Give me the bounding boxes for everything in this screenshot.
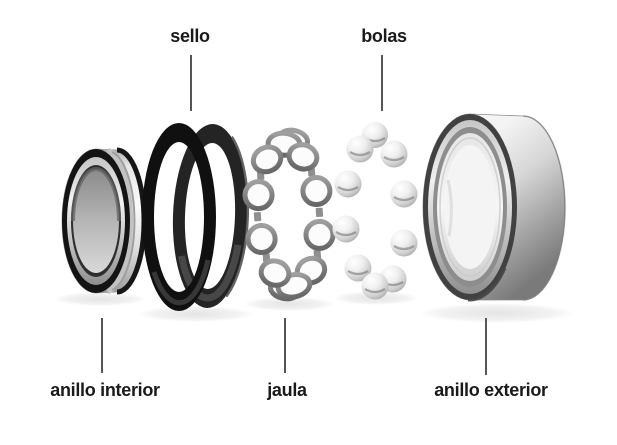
leader-line-sello bbox=[190, 55, 192, 111]
leader-line-anillo-interior bbox=[101, 318, 103, 373]
leader-line-bolas bbox=[381, 55, 383, 111]
seal-illustration bbox=[142, 123, 250, 311]
balls-illustration bbox=[332, 122, 418, 300]
leader-line-anillo-exterior bbox=[485, 318, 487, 375]
label-sello: sello bbox=[170, 26, 210, 46]
outer-ring-illustration bbox=[422, 113, 566, 302]
label-anillo-exterior: anillo exterior bbox=[434, 380, 548, 400]
label-jaula: jaula bbox=[267, 380, 307, 400]
cage-illustration bbox=[242, 127, 336, 302]
label-anillo-interior: anillo interior bbox=[50, 380, 160, 400]
inner-ring-illustration bbox=[61, 147, 147, 295]
label-bolas: bolas bbox=[361, 26, 407, 46]
leader-line-jaula bbox=[284, 318, 286, 373]
